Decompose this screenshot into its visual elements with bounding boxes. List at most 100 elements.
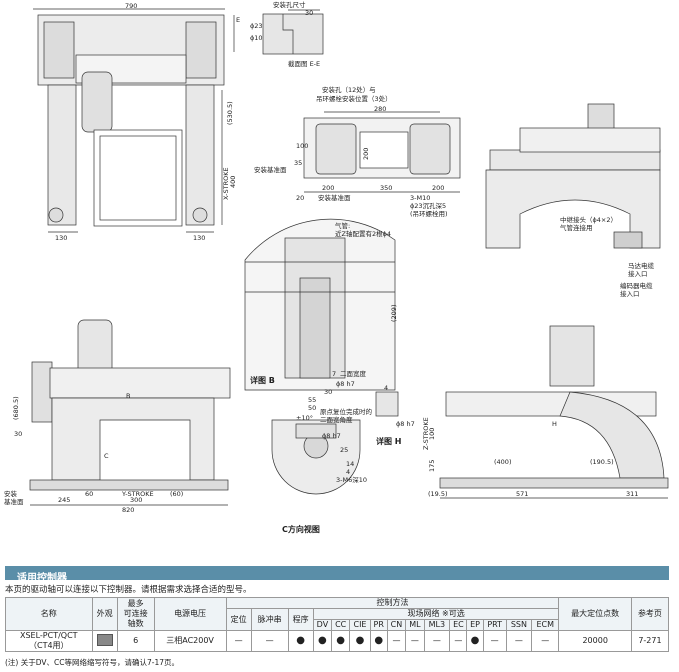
- th-network: 现场网络 ※可选: [312, 608, 560, 620]
- mount-m10: 3-M10: [410, 194, 430, 202]
- front-300: 300: [130, 496, 142, 504]
- motor-cable2: 接入口: [628, 269, 648, 278]
- cell-name: XSEL-PCT/QCT （CT4用）: [5, 630, 93, 652]
- dim-xstroke: X-STROKE: [222, 167, 230, 200]
- th-net: CIE: [349, 619, 371, 631]
- front-60b: (60): [170, 490, 183, 498]
- cell-program: ●: [287, 630, 314, 652]
- front-base: 安装: [4, 489, 18, 498]
- detail-b-2face: 二面宽度: [340, 369, 367, 378]
- th-control: 控制方法: [225, 597, 560, 609]
- mount-title-2: 吊环螺栓安装位置（3处）: [316, 94, 392, 103]
- cell-net: —: [482, 630, 507, 652]
- mount-200a: 200: [322, 184, 334, 192]
- side-400: (400): [494, 458, 511, 466]
- network-header-row: DV CC CIE PR CN ML ML3 EC EP PRT SSN ECM: [6, 619, 669, 631]
- th-ref-page: 参考页: [630, 597, 670, 631]
- front-820: 820: [122, 506, 134, 514]
- th-pulse: 脉冲串: [250, 608, 289, 631]
- th-max-axes: 最多 可连接 轴数: [116, 597, 155, 631]
- c-angle: ±10°: [296, 414, 313, 422]
- front-30: 30: [14, 430, 22, 438]
- dim-top-width: 790: [125, 2, 137, 10]
- ee-30: 30: [305, 9, 313, 17]
- c-view: [271, 419, 361, 495]
- c-14: 14: [346, 460, 354, 468]
- cell-net: —: [423, 630, 451, 652]
- cell-net: ●: [369, 630, 388, 652]
- right-top-robot: [485, 103, 661, 249]
- controller-image-icon: [96, 633, 113, 646]
- controller-intro: 本页的驱动轴可以连接以下控制器。请根据需求选择合适的型号。: [5, 585, 252, 595]
- th-net: PRT: [482, 619, 507, 631]
- th-net: DV: [312, 619, 333, 631]
- mount-200v: 200: [362, 148, 370, 160]
- th-name: 名称: [5, 597, 93, 631]
- side-311: 311: [626, 490, 638, 498]
- top-view: [33, 8, 235, 233]
- c-view-title: C方向视图: [282, 524, 320, 534]
- air-joint: 中继接头（ϕ4×2）: [560, 215, 617, 224]
- th-net: EP: [466, 619, 484, 631]
- side-zstroke: Z-STROKE: [422, 417, 430, 450]
- dim-right-130: 130: [193, 234, 205, 242]
- detail-b-30: 30: [324, 388, 332, 396]
- front-b: B: [126, 392, 130, 400]
- detail-b-phi8: ϕ8 h7: [336, 380, 355, 388]
- front-245: 245: [58, 496, 70, 504]
- ee-23: ϕ23: [250, 22, 263, 30]
- cell-ref-page: 7-271: [630, 630, 670, 652]
- detail-h: [375, 391, 399, 417]
- mount-350: 350: [380, 184, 392, 192]
- cell-max-points: 20000: [558, 630, 632, 652]
- enc-cable: 编码器电缆: [620, 281, 653, 290]
- cell-net: ●: [349, 630, 371, 652]
- mount-m10c: (吊环螺栓用): [410, 209, 448, 218]
- cell-net: —: [386, 630, 407, 652]
- mount-35: 35: [294, 159, 302, 167]
- cell-appearance: [91, 630, 118, 652]
- th-net: ECM: [531, 619, 560, 631]
- front-view: [29, 319, 231, 506]
- th-net: ML3: [423, 619, 451, 631]
- th-net: SSN: [505, 619, 533, 631]
- c-25: 25: [340, 446, 348, 454]
- th-net: EC: [449, 619, 468, 631]
- c-phi8: ϕ8 h7: [322, 432, 341, 440]
- detail-h-title: 详图 H: [376, 436, 401, 446]
- th-appearance: 外观: [91, 597, 118, 631]
- detail-b: [244, 218, 396, 391]
- th-positioning: 定位: [225, 608, 252, 631]
- cell-pulse: —: [250, 630, 289, 652]
- cell-net: —: [505, 630, 533, 652]
- cell-voltage: 三相AC200V: [153, 630, 227, 652]
- enc-cable2: 接入口: [620, 289, 640, 298]
- cell-net: ●: [312, 630, 333, 652]
- cell-net: —: [405, 630, 425, 652]
- detail-b-7: 7: [332, 370, 336, 378]
- detail-b-air: 气管:: [335, 221, 350, 230]
- dim-530: (530.5): [226, 101, 234, 125]
- side-175: 175: [428, 460, 436, 472]
- front-base2: 基准面: [4, 497, 24, 506]
- mount-100: 100: [296, 142, 308, 150]
- controller-section-header: 适用控制器: [5, 566, 669, 584]
- air-joint2: 气管连接用: [560, 223, 593, 232]
- side-190: (190.5): [590, 458, 614, 466]
- c-phase: 原点复位完成时的: [320, 407, 373, 416]
- section-ee: [262, 9, 324, 55]
- mount-20: 20: [296, 194, 304, 202]
- detail-b-55: 55: [308, 396, 316, 404]
- ee-caption: 截面图 E-E: [288, 59, 320, 68]
- th-max-points: 最大定位点数: [558, 597, 632, 631]
- side-571: 571: [516, 490, 528, 498]
- mount-200c: 200: [432, 184, 444, 192]
- controller-table: 名称 外观 最多 可连接 轴数 电源电压 控制方法 最大定位点数 参考页 定位 …: [5, 597, 670, 652]
- th-voltage: 电源电压: [153, 597, 227, 631]
- ee-title: 安装孔尺寸: [273, 0, 306, 9]
- mount-m10b: ϕ23沉孔深5: [410, 201, 446, 210]
- th-net: CC: [331, 619, 351, 631]
- front-ystroke: Y-STROKE: [121, 490, 154, 498]
- table-row: XSEL-PCT/QCT （CT4用） 6 三相AC200V — — ● ● ●…: [5, 630, 670, 652]
- c-phase2: 二面宽角度: [320, 415, 353, 424]
